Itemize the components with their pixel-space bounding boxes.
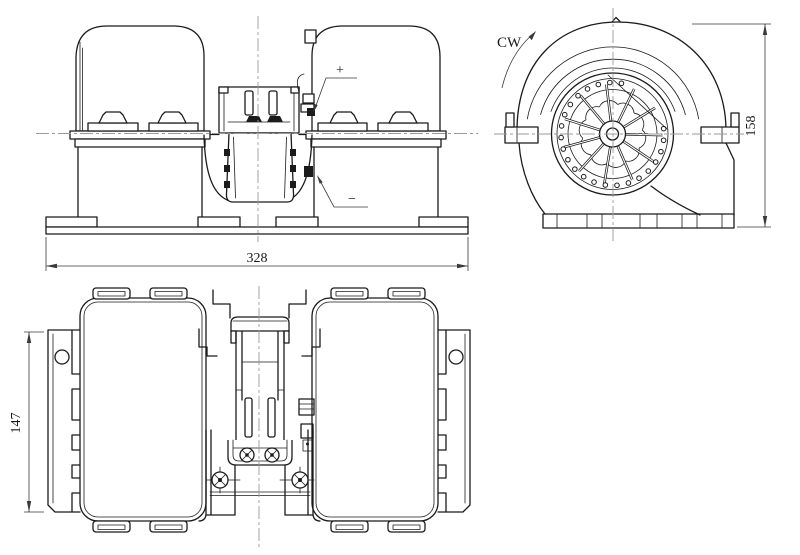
right-blower-top [311, 287, 439, 533]
rotation-annotation: CW [497, 31, 536, 89]
terminal-minus-label: − [348, 192, 356, 207]
wiring-connector [298, 398, 315, 416]
rotation-cw-label: CW [497, 35, 522, 51]
terminal-negative [304, 166, 313, 177]
terminal-positive [302, 93, 315, 104]
mounting-hole [54, 349, 70, 365]
right-blower-housing [304, 25, 447, 228]
center-motor-front [203, 73, 315, 203]
dim-front-width: 328 [247, 251, 268, 266]
front-view [45, 25, 469, 235]
fan-wheel-spokes [558, 79, 667, 189]
scroll-housing [504, 16, 740, 229]
side-view [504, 16, 740, 229]
dim-top-height: 147 [9, 413, 24, 434]
center-motor-top [198, 289, 321, 522]
negative-terminal-annotation: − [317, 175, 368, 208]
dimensions: 328 158 147 CW + [9, 23, 771, 513]
right-mounting-bracket [435, 329, 471, 513]
base-plate [45, 216, 469, 235]
left-blower-housing [69, 25, 211, 228]
terminal-plus-label: + [336, 63, 344, 78]
dimension-top-height: 147 [9, 331, 44, 513]
centerlines [36, 8, 744, 547]
mounting-hole [448, 349, 464, 365]
top-view [47, 287, 471, 533]
dimension-side-height: 158 [692, 23, 771, 228]
dimension-front-width: 328 [45, 237, 469, 271]
left-blower-top [79, 287, 207, 533]
positive-terminal-annotation: + [313, 63, 357, 113]
left-mounting-bracket [47, 329, 83, 513]
dim-side-height: 158 [744, 116, 759, 137]
